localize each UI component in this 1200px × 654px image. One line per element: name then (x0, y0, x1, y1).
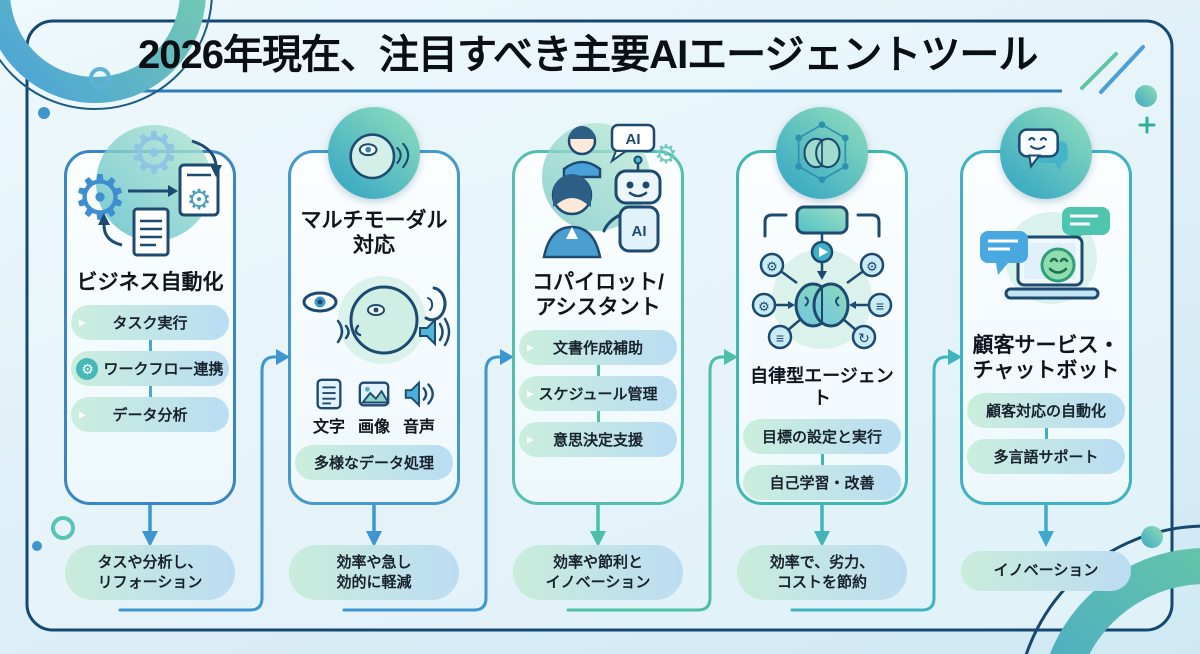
agent-flow-illustration: ⚙ ⚙ ⚙ ≡ ≡ ↻ (742, 203, 902, 358)
down-arrows (142, 504, 1054, 547)
down-arrow-5 (1038, 504, 1054, 547)
image-icon (358, 381, 390, 407)
modality-label: 文字 (312, 419, 345, 437)
feature-pill: ▶ スケジュール管理 (519, 376, 677, 412)
down-arrow-2 (366, 504, 382, 547)
pill-label: 意思決定支援 (552, 432, 643, 450)
pill-marker-icon: ▶ (527, 434, 534, 445)
column-business-automation: ⚙ ⚙ ⚙ ビジネス自動化 (64, 121, 236, 505)
result-pill-business-automation: タスや分析し、 リフォーション (65, 545, 235, 600)
pill-connector (148, 340, 152, 352)
pill-label: 自己学習・改善 (769, 475, 875, 493)
gear-icon: ⚙ (766, 259, 778, 274)
human-robot-ai-illustration: AI ⚙ AI (518, 115, 678, 265)
gears-documents-cycle-illustration: ⚙ ⚙ ⚙ (70, 115, 230, 265)
pill-label: スケジュール管理 (538, 386, 658, 404)
chat-smiley-icon (1000, 107, 1092, 199)
feature-pill: ▶ 文書作成補助 (519, 330, 677, 366)
brain-network-icon (776, 107, 868, 199)
pill-label: タスク実行 (112, 315, 188, 333)
text-doc-icon (316, 379, 342, 410)
feature-pill: ▶ 意思決定支援 (519, 422, 677, 458)
column-autonomous-agent: ⚙ ⚙ ⚙ ≡ ≡ ↻ (736, 107, 908, 505)
laptop-chat-illustration (966, 203, 1126, 328)
gear-icon: ⚙ (758, 299, 770, 314)
head-eye-speech-icon (328, 107, 420, 199)
down-arrow-4 (814, 504, 830, 547)
pill-label: 顧客対応の自動化 (985, 403, 1106, 421)
feature-pill: 自己学習・改善 (743, 465, 901, 501)
column-multimodal: マルチモーダル 対応 (288, 107, 460, 505)
column-box: マルチモーダル 対応 (288, 107, 460, 505)
feature-pill: ▶ タスク実行 (71, 305, 229, 341)
column-title: 顧客サービス・ チャットボット (972, 334, 1120, 383)
column-copilot-assistant: AI ⚙ AI コパイロット/ アシスタント (512, 123, 684, 505)
result-pill-customer-service: イノベーション (961, 551, 1131, 591)
column-box: ⚙ ⚙ ⚙ ≡ ≡ ↻ (736, 107, 908, 505)
down-arrow-1 (142, 504, 158, 547)
feature-pill: 目標の設定と実行 (743, 419, 901, 455)
column-title: ビジネス自動化 (76, 271, 224, 294)
gear-icon: ⚙ (654, 139, 677, 169)
pill-marker-icon: ▶ (527, 388, 534, 399)
audio-speaker-icon (404, 380, 434, 408)
pill-connector (1044, 428, 1048, 440)
workflow-gear-icon: ⚙ (76, 357, 99, 380)
page-title: 2026年現在、注目すべき主要AIエージェントツール (138, 33, 1038, 77)
menu-lines-icon: ≡ (776, 330, 784, 346)
feature-pill: 多言語サポート (967, 439, 1125, 475)
pill-connector (820, 454, 824, 466)
feature-pill: ▶ データ分析 (71, 397, 229, 433)
pill-connector (148, 386, 152, 398)
pill-label: 多様なデータ処理 (313, 455, 434, 473)
modality-audio: 音声 (402, 377, 436, 437)
robot-chest-label: AI (632, 223, 647, 240)
pill-label: 文書作成補助 (552, 340, 643, 358)
column-title: コパイロット/ アシスタント (532, 271, 664, 320)
modality-image: 画像 (357, 377, 391, 437)
feature-pill: 多様なデータ処理 (295, 445, 453, 481)
feature-pill: ⚙ ワークフロー連携 (71, 351, 229, 387)
menu-lines-icon: ≡ (876, 298, 884, 314)
column-customer-service: 顧客サービス・ チャットボット 顧客対応の自動化 多言語サポート (960, 107, 1132, 505)
gear-icon: ⚙ (128, 121, 180, 186)
pill-marker-icon: ▶ (79, 409, 86, 420)
result-pill-autonomous: 効率で、劣力、 コストを節約 (737, 545, 907, 600)
multimodal-face-illustration (294, 268, 454, 373)
column-box: 顧客サービス・ チャットボット 顧客対応の自動化 多言語サポート (960, 107, 1132, 505)
ai-bubble-label: AI (626, 131, 641, 148)
pill-label: 目標の設定と実行 (761, 429, 882, 447)
modality-label: 音声 (402, 419, 435, 437)
pill-connector (596, 411, 600, 423)
pill-label: ワークフロー連携 (103, 361, 224, 379)
pill-connector (596, 365, 600, 377)
plus-icon (1138, 116, 1156, 134)
pill-label: データ分析 (112, 407, 188, 425)
modality-text: 文字 (312, 377, 346, 437)
refresh-icon: ↻ (858, 330, 870, 346)
pill-marker-icon: ▶ (79, 317, 86, 328)
gear-icon: ⚙ (866, 259, 878, 274)
down-arrow-3 (590, 504, 606, 547)
pill-label: 多言語サポート (993, 449, 1099, 467)
column-box: ⚙ ⚙ ⚙ ビジネス自動化 (64, 121, 236, 505)
column-title: マルチモーダル 対応 (300, 209, 448, 258)
column-title: 自律型エージェント (750, 366, 894, 408)
pill-marker-icon: ▶ (527, 342, 534, 353)
feature-pill: 顧客対応の自動化 (967, 393, 1125, 429)
result-pill-copilot: 効率や節利と イノベーション (513, 545, 683, 600)
modality-label: 画像 (357, 419, 390, 437)
column-box: AI ⚙ AI コパイロット/ アシスタント (512, 123, 684, 505)
gear-icon: ⚙ (186, 184, 211, 215)
modality-row: 文字 画像 音声 (312, 377, 436, 437)
result-pill-multimodal: 効率や急し 効的に軽減 (289, 545, 459, 600)
